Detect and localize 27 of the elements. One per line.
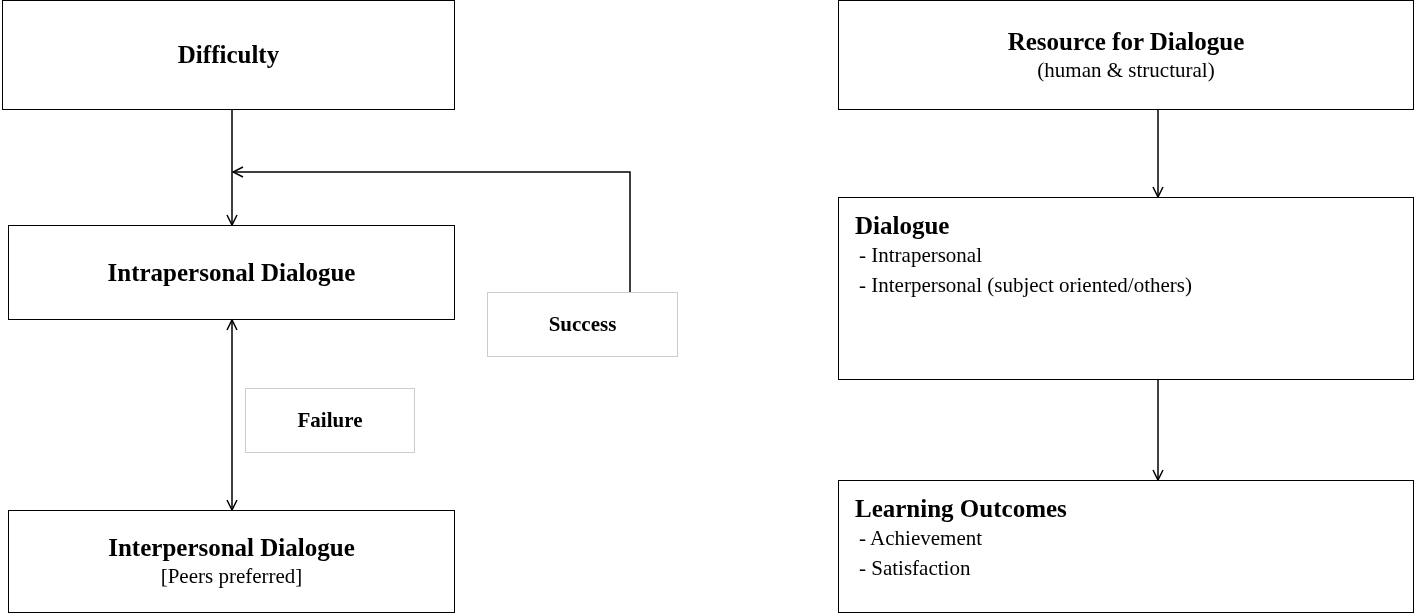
- list-item: - Satisfaction: [858, 554, 972, 582]
- box-title: Success: [548, 311, 617, 338]
- box-title: Failure: [297, 407, 363, 434]
- box-title: Dialogue: [855, 211, 951, 241]
- list-item: - Achievement: [858, 525, 984, 553]
- box-title: Intrapersonal Dialogue: [107, 257, 356, 288]
- process-box: [838, 197, 1414, 380]
- process-box: [8, 225, 455, 320]
- arrow: [1152, 109, 1164, 198]
- arrow: [226, 109, 238, 226]
- box-title: Difficulty: [177, 40, 280, 71]
- list-item: - Intrapersonal: [858, 242, 984, 270]
- label-box: [245, 388, 415, 453]
- process-box: [838, 0, 1414, 110]
- arrow: [232, 166, 631, 293]
- box-title: Resource for Dialogue: [1007, 26, 1245, 57]
- box-title: Learning Outcomes: [855, 494, 1068, 524]
- box-subtitle: [Peers preferred]: [160, 563, 303, 591]
- list-item: - Interpersonal (subject oriented/others): [858, 271, 1193, 299]
- label-box: [487, 292, 678, 357]
- arrow: [226, 319, 238, 511]
- process-box: [8, 510, 455, 613]
- box-subtitle: (human & structural): [1037, 56, 1215, 84]
- process-box: [838, 480, 1414, 613]
- box-title: Interpersonal Dialogue: [108, 533, 355, 564]
- arrow: [1152, 379, 1164, 481]
- process-box: [2, 0, 455, 110]
